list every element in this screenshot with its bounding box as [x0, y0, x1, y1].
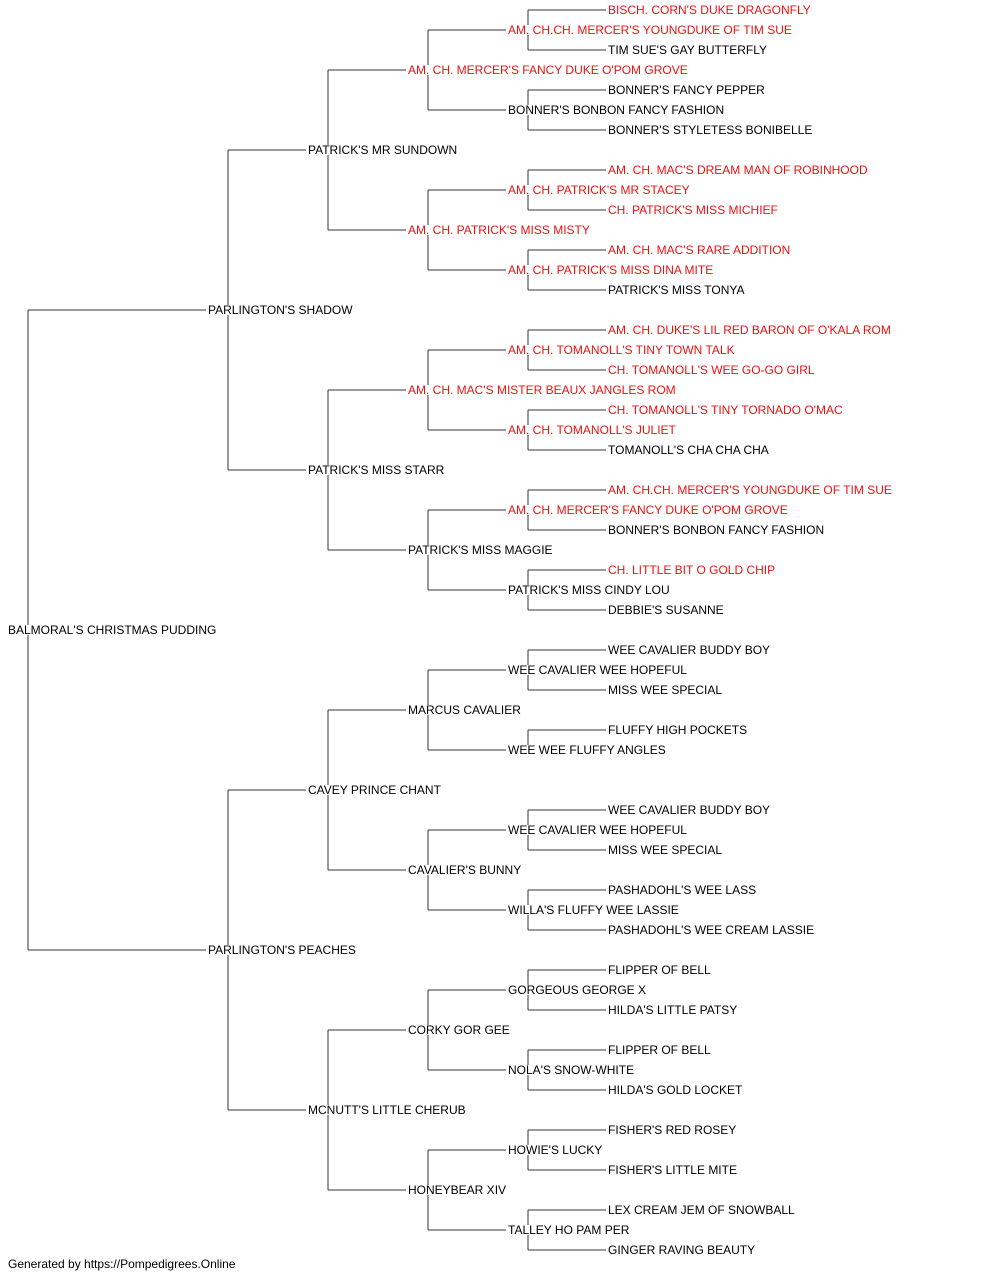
ancestor-gen5: PATRICK'S MISS TONYA	[608, 283, 745, 297]
ancestor-gen5: PASHADOHL'S WEE LASS	[608, 883, 757, 897]
ancestor-gen5: HILDA'S LITTLE PATSY	[608, 1003, 738, 1017]
ancestor-gen4: TALLEY HO PAM PER	[508, 1223, 630, 1237]
ancestor-gen4: AM. CH.CH. MERCER'S YOUNGDUKE OF TIM SUE	[508, 23, 792, 37]
ancestor-gen5: BONNER'S STYLETESS BONIBELLE	[608, 123, 813, 137]
ancestor-gen5: BONNER'S BONBON FANCY FASHION	[608, 523, 825, 537]
ancestor-gen4: GORGEOUS GEORGE X	[508, 983, 647, 997]
ancestor-gen5: FLIPPER OF BELL	[608, 963, 711, 977]
ancestor-gen5: CH. TOMANOLL'S TINY TORNADO O'MAC	[608, 403, 843, 417]
ancestor-gen5: AM. CH. MAC'S RARE ADDITION	[608, 243, 791, 257]
ancestor-gen3: AM. CH. MAC'S MISTER BEAUX JANGLES ROM	[408, 383, 676, 397]
ancestor-gen5: GINGER RAVING BEAUTY	[608, 1243, 756, 1257]
ancestor-gen3: AM. CH. PATRICK'S MISS MISTY	[408, 223, 590, 237]
ancestor-gen2: PATRICK'S MISS STARR	[308, 463, 445, 477]
ancestor-gen2: PATRICK'S MR SUNDOWN	[308, 143, 458, 157]
ancestor-gen3: MARCUS CAVALIER	[408, 703, 521, 717]
ancestor-gen4: AM. CH. TOMANOLL'S TINY TOWN TALK	[508, 343, 735, 357]
ancestor-gen4: WEE WEE FLUFFY ANGLES	[508, 743, 666, 757]
ancestor-gen5: CH. LITTLE BIT O GOLD CHIP	[608, 563, 776, 577]
ancestor-gen3: CORKY GOR GEE	[408, 1023, 510, 1037]
ancestor-gen5: FLIPPER OF BELL	[608, 1043, 711, 1057]
ancestor-gen3: PATRICK'S MISS MAGGIE	[408, 543, 553, 557]
ancestor-gen3: CAVALIER'S BUNNY	[408, 863, 522, 877]
ancestor-gen4: BONNER'S BONBON FANCY FASHION	[508, 103, 725, 117]
ancestor-gen5: DEBBIE'S SUSANNE	[608, 603, 724, 617]
ancestor-gen1: PARLINGTON'S PEACHES	[208, 943, 356, 957]
ancestor-gen5: CH. PATRICK'S MISS MICHIEF	[608, 203, 778, 217]
ancestor-gen5: TIM SUE'S GAY BUTTERFLY	[608, 43, 767, 57]
ancestor-gen2: CAVEY PRINCE CHANT	[308, 783, 441, 797]
ancestor-gen5: HILDA'S GOLD LOCKET	[608, 1083, 743, 1097]
ancestor-gen2: MCNUTT'S LITTLE CHERUB	[308, 1103, 466, 1117]
ancestor-gen5: PASHADOHL'S WEE CREAM LASSIE	[608, 923, 815, 937]
ancestor-gen4: AM. CH. PATRICK'S MISS DINA MITE	[508, 263, 714, 277]
ancestor-gen5: FISHER'S RED ROSEY	[608, 1123, 737, 1137]
ancestor-gen5: LEX CREAM JEM OF SNOWBALL	[608, 1203, 795, 1217]
ancestor-gen4: AM. CH. TOMANOLL'S JULIET	[508, 423, 676, 437]
ancestor-gen5: CH. TOMANOLL'S WEE GO-GO GIRL	[608, 363, 815, 377]
ancestor-gen3: AM. CH. MERCER'S FANCY DUKE O'POM GROVE	[408, 63, 688, 77]
ancestor-gen4: AM. CH. PATRICK'S MR STACEY	[508, 183, 690, 197]
subject-dog: BALMORAL'S CHRISTMAS PUDDING	[8, 623, 217, 637]
ancestor-gen5: AM. CH.CH. MERCER'S YOUNGDUKE OF TIM SUE	[608, 483, 892, 497]
ancestor-gen4: WEE CAVALIER WEE HOPEFUL	[508, 823, 687, 837]
ancestor-gen5: WEE CAVALIER BUDDY BOY	[608, 643, 771, 657]
ancestor-gen5: FLUFFY HIGH POCKETS	[608, 723, 748, 737]
ancestor-gen5: BISCH. CORN'S DUKE DRAGONFLY	[608, 3, 811, 17]
ancestor-gen5: AM. CH. DUKE'S LIL RED BARON OF O'KALA R…	[608, 323, 891, 337]
ancestor-gen5: FISHER'S LITTLE MITE	[608, 1163, 737, 1177]
ancestor-gen5: WEE CAVALIER BUDDY BOY	[608, 803, 771, 817]
ancestor-gen4: WEE CAVALIER WEE HOPEFUL	[508, 663, 687, 677]
ancestor-gen4: WILLA'S FLUFFY WEE LASSIE	[508, 903, 679, 917]
ancestor-gen5: AM. CH. MAC'S DREAM MAN OF ROBINHOOD	[608, 163, 868, 177]
footer-credit: Generated by https://Pompedigrees.Online	[8, 1257, 236, 1271]
ancestor-gen5: BONNER'S FANCY PEPPER	[608, 83, 765, 97]
ancestor-gen1: PARLINGTON'S SHADOW	[208, 303, 353, 317]
ancestor-gen4: HOWIE'S LUCKY	[508, 1143, 603, 1157]
ancestor-gen4: PATRICK'S MISS CINDY LOU	[508, 583, 670, 597]
ancestor-gen4: AM. CH. MERCER'S FANCY DUKE O'POM GROVE	[508, 503, 788, 517]
ancestor-gen5: MISS WEE SPECIAL	[608, 843, 723, 857]
ancestor-gen5: TOMANOLL'S CHA CHA CHA	[608, 443, 769, 457]
ancestor-gen4: NOLA'S SNOW-WHITE	[508, 1063, 635, 1077]
ancestor-gen5: MISS WEE SPECIAL	[608, 683, 723, 697]
ancestor-gen3: HONEYBEAR XIV	[408, 1183, 507, 1197]
